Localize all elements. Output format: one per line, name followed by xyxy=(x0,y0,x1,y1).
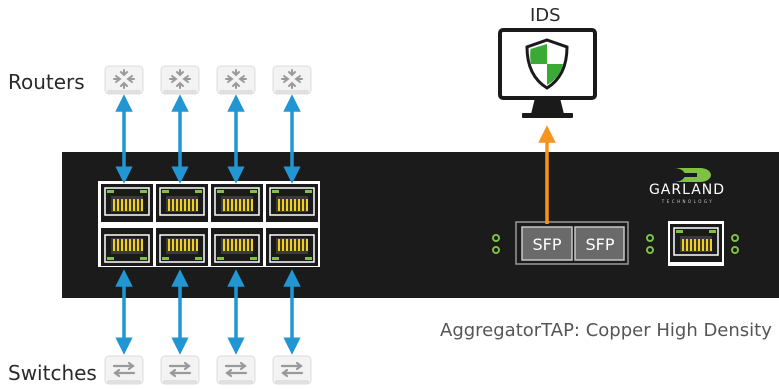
ids-monitor xyxy=(498,28,597,118)
switches-label: Switches xyxy=(8,361,97,385)
garland-logo: GARLAND TECHNOLOGY xyxy=(649,168,725,204)
copper-port-block xyxy=(98,181,320,267)
routers-label: Routers xyxy=(8,70,85,94)
router-icon xyxy=(160,65,200,95)
rj45-port xyxy=(155,183,209,223)
link-arrows xyxy=(115,94,301,355)
router-icon xyxy=(216,65,256,95)
switch-icon xyxy=(215,354,257,386)
rj45-port xyxy=(210,227,264,267)
router-icon xyxy=(104,65,144,95)
management-port xyxy=(668,221,724,266)
sfp-port xyxy=(574,226,625,261)
switch-icon xyxy=(271,354,313,386)
sfp-port xyxy=(521,226,573,261)
device-caption: AggregatorTAP: Copper High Density xyxy=(440,320,772,341)
switch-icon xyxy=(159,354,201,386)
rj45-port xyxy=(100,183,154,223)
status-led xyxy=(731,246,739,254)
sfp-port-label: SFP xyxy=(585,235,614,254)
router-row xyxy=(104,65,312,95)
ids-label: IDS xyxy=(530,5,561,26)
status-led xyxy=(492,246,500,254)
shield-icon xyxy=(525,38,569,90)
status-led xyxy=(646,234,654,242)
status-led xyxy=(731,234,739,242)
status-leds xyxy=(492,234,739,254)
status-led xyxy=(492,234,500,242)
router-icon xyxy=(272,65,312,95)
switch-row xyxy=(103,354,313,386)
rj45-port xyxy=(265,227,319,267)
sfp-port-label: SFP xyxy=(532,235,561,254)
rj45-port xyxy=(100,227,154,267)
switch-icon xyxy=(103,354,145,386)
brand-name: GARLAND xyxy=(649,182,725,198)
rj45-port xyxy=(155,227,209,267)
rj45-port xyxy=(669,223,723,263)
status-led xyxy=(646,246,654,254)
sfp-port-group: SFP SFP xyxy=(515,221,629,265)
rj45-port xyxy=(210,183,264,223)
brand-tagline: TECHNOLOGY xyxy=(661,199,715,204)
rj45-port xyxy=(265,183,319,223)
